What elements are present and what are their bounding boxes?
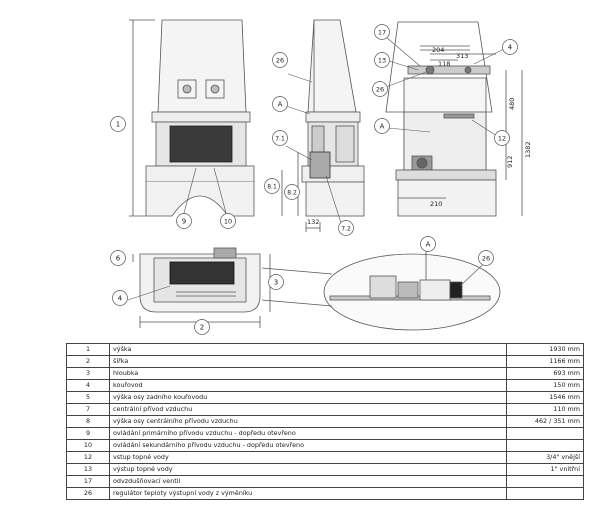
callout-12: 12	[498, 135, 506, 143]
spec-value: 693 mm	[506, 367, 584, 380]
spec-label: výška osy centrálního přívodu vzduchu	[109, 415, 507, 428]
callout-17: 17	[378, 29, 386, 37]
spec-value	[506, 439, 584, 452]
spec-number: 12	[66, 451, 110, 464]
spec-label: odvzdušňovací ventil	[109, 475, 507, 488]
spec-value	[506, 427, 584, 440]
callout-6: 6	[116, 255, 121, 263]
dim-912: 912	[506, 156, 514, 168]
callout-a-section: A	[380, 123, 385, 131]
spec-number: 2	[66, 355, 110, 368]
callout-9: 9	[182, 218, 186, 226]
spec-label: výška	[109, 343, 507, 356]
spec-number: 26	[66, 487, 110, 500]
spec-value	[506, 487, 584, 500]
top-grate	[169, 261, 235, 285]
spec-value	[506, 475, 584, 488]
callout-4-section: 4	[508, 44, 513, 52]
callout-26-side: 26	[276, 57, 284, 65]
callout-8-1: 8.1	[267, 184, 277, 191]
callout-1: 1	[116, 121, 120, 129]
callout-26-section: 26	[376, 86, 384, 94]
front-view	[129, 19, 255, 217]
spec-number: 5	[66, 391, 110, 404]
technical-drawing: 1 2 3 4 4 6 7.1 7.2 8.1 8.2 9 10 12 13 1…	[110, 19, 532, 335]
spec-label: výška osy zadního kouřovodu	[109, 391, 507, 404]
spec-number: 7	[66, 403, 110, 416]
spec-number: 4	[66, 379, 110, 392]
callout-13: 13	[378, 57, 386, 65]
dim-480: 480	[508, 98, 516, 110]
spec-value: 110 mm	[506, 403, 584, 416]
side-view	[281, 19, 365, 232]
spec-value: 462 / 351 mm	[506, 415, 584, 428]
dim-204: 204	[432, 46, 444, 54]
spec-number: 8	[66, 415, 110, 428]
spec-label: hloubka	[109, 367, 507, 380]
dim-132: 132	[307, 218, 319, 226]
callout-7-2: 7.2	[341, 226, 351, 233]
spec-number: 1	[66, 343, 110, 356]
spec-value: 3/4" vnější	[506, 451, 584, 464]
callout-a-detail: A	[426, 241, 431, 249]
callout-3: 3	[274, 279, 278, 287]
callout-7-1: 7.1	[275, 136, 285, 143]
spec-number: 10	[66, 439, 110, 452]
section-view	[385, 21, 523, 217]
spec-value: 1930 mm	[506, 343, 584, 356]
dim-210: 210	[430, 200, 442, 208]
spec-value: 1546 mm	[506, 391, 584, 404]
spec-label: regulátor teploty výstupní vody z výmění…	[109, 487, 507, 500]
spec-number: 9	[66, 427, 110, 440]
callout-4-top: 4	[118, 295, 123, 303]
spec-value: 1166 mm	[506, 355, 584, 368]
spec-number: 13	[66, 463, 110, 476]
dim-1382: 1382	[524, 141, 532, 158]
dim-313: 313	[456, 52, 468, 60]
front-tile-right	[205, 79, 225, 99]
spec-label: šířka	[109, 355, 507, 368]
callout-a-side: A	[278, 101, 283, 109]
spec-label: vstup topné vody	[109, 451, 507, 464]
spec-number: 3	[66, 367, 110, 380]
top-view	[132, 247, 271, 328]
callout-8-2: 8.2	[287, 190, 297, 197]
dim-118: 118	[438, 60, 450, 68]
spec-label: výstup topné vody	[109, 463, 507, 476]
spec-label: ovládání sekundárního přívodu vzduchu - …	[109, 439, 507, 452]
spec-label: kouřovod	[109, 379, 507, 392]
detail-view	[261, 250, 501, 331]
spec-value: 1" vnitřní	[506, 463, 584, 476]
spec-label: centrální přívod vzduchu	[109, 403, 507, 416]
spec-label: ovládání primárního přívodu vzduchu - do…	[109, 427, 507, 440]
spec-value: 150 mm	[506, 379, 584, 392]
callout-2: 2	[200, 324, 204, 332]
callout-26-detail: 26	[482, 255, 490, 263]
front-tile-left	[177, 79, 197, 99]
spec-number: 17	[66, 475, 110, 488]
front-firebox-window	[169, 125, 233, 163]
callout-10: 10	[224, 218, 232, 226]
